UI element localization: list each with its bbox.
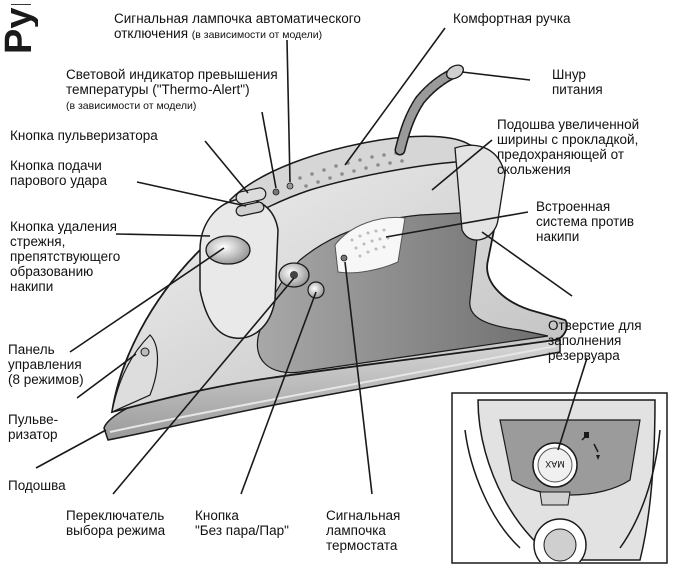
label-sprayer: Пульве- ризатор: [8, 412, 58, 442]
label-soleplate: Подошва: [8, 478, 66, 493]
thermo-alert-lamp: [273, 189, 279, 195]
label-mode-selector: Переключатель выбора режима: [66, 508, 165, 538]
thermostat-lamp: [341, 255, 347, 261]
label-thermo-alert: Световой индикатор превышения температур…: [66, 67, 278, 114]
label-steam-burst-button: Кнопка подачи парового удара: [10, 158, 107, 188]
side-title: Рук: [0, 4, 38, 64]
label-thermostat-lamp: Сигнальная лампочка термостата: [326, 508, 400, 553]
front-dome: [200, 199, 278, 338]
sprayer-nozzle: [141, 348, 149, 356]
label-steam-button: Кнопка "Без пара/Пар": [195, 508, 289, 538]
label-power-cord: Шнур питания: [552, 67, 603, 97]
label-control-panel: Панель управления (8 режимов): [8, 342, 84, 387]
leader-spray-button: [205, 141, 248, 193]
label-auto-off-lamp: Сигнальная лампочка автоматического откл…: [114, 11, 361, 43]
leader-auto-off: [287, 40, 290, 182]
leader-power-cord: [462, 72, 530, 80]
label-spray-button: Кнопка пульверизатора: [10, 128, 158, 143]
fill-opening-inset: MAX: [452, 393, 667, 571]
label-anti-scale-system: Встроенная система против накипи: [536, 199, 634, 244]
rod-removal-knob: [206, 236, 250, 264]
steam-button-knob: [308, 282, 324, 298]
label-fill-opening: Отверстие для заполнения резервуара: [548, 318, 642, 363]
auto-off-lamp: [287, 183, 293, 189]
label-comfort-handle: Комфортная ручка: [453, 11, 571, 26]
label-rod-removal-button: Кнопка удаления стрежня, препятствующего…: [10, 219, 120, 294]
leader-steam-burst: [137, 182, 246, 206]
inset-max-mark: MAX: [545, 459, 565, 469]
label-wide-soleplate: Подошва увеличенной ширины с прокладкой,…: [497, 117, 639, 177]
leader-rod-removal: [116, 234, 210, 236]
